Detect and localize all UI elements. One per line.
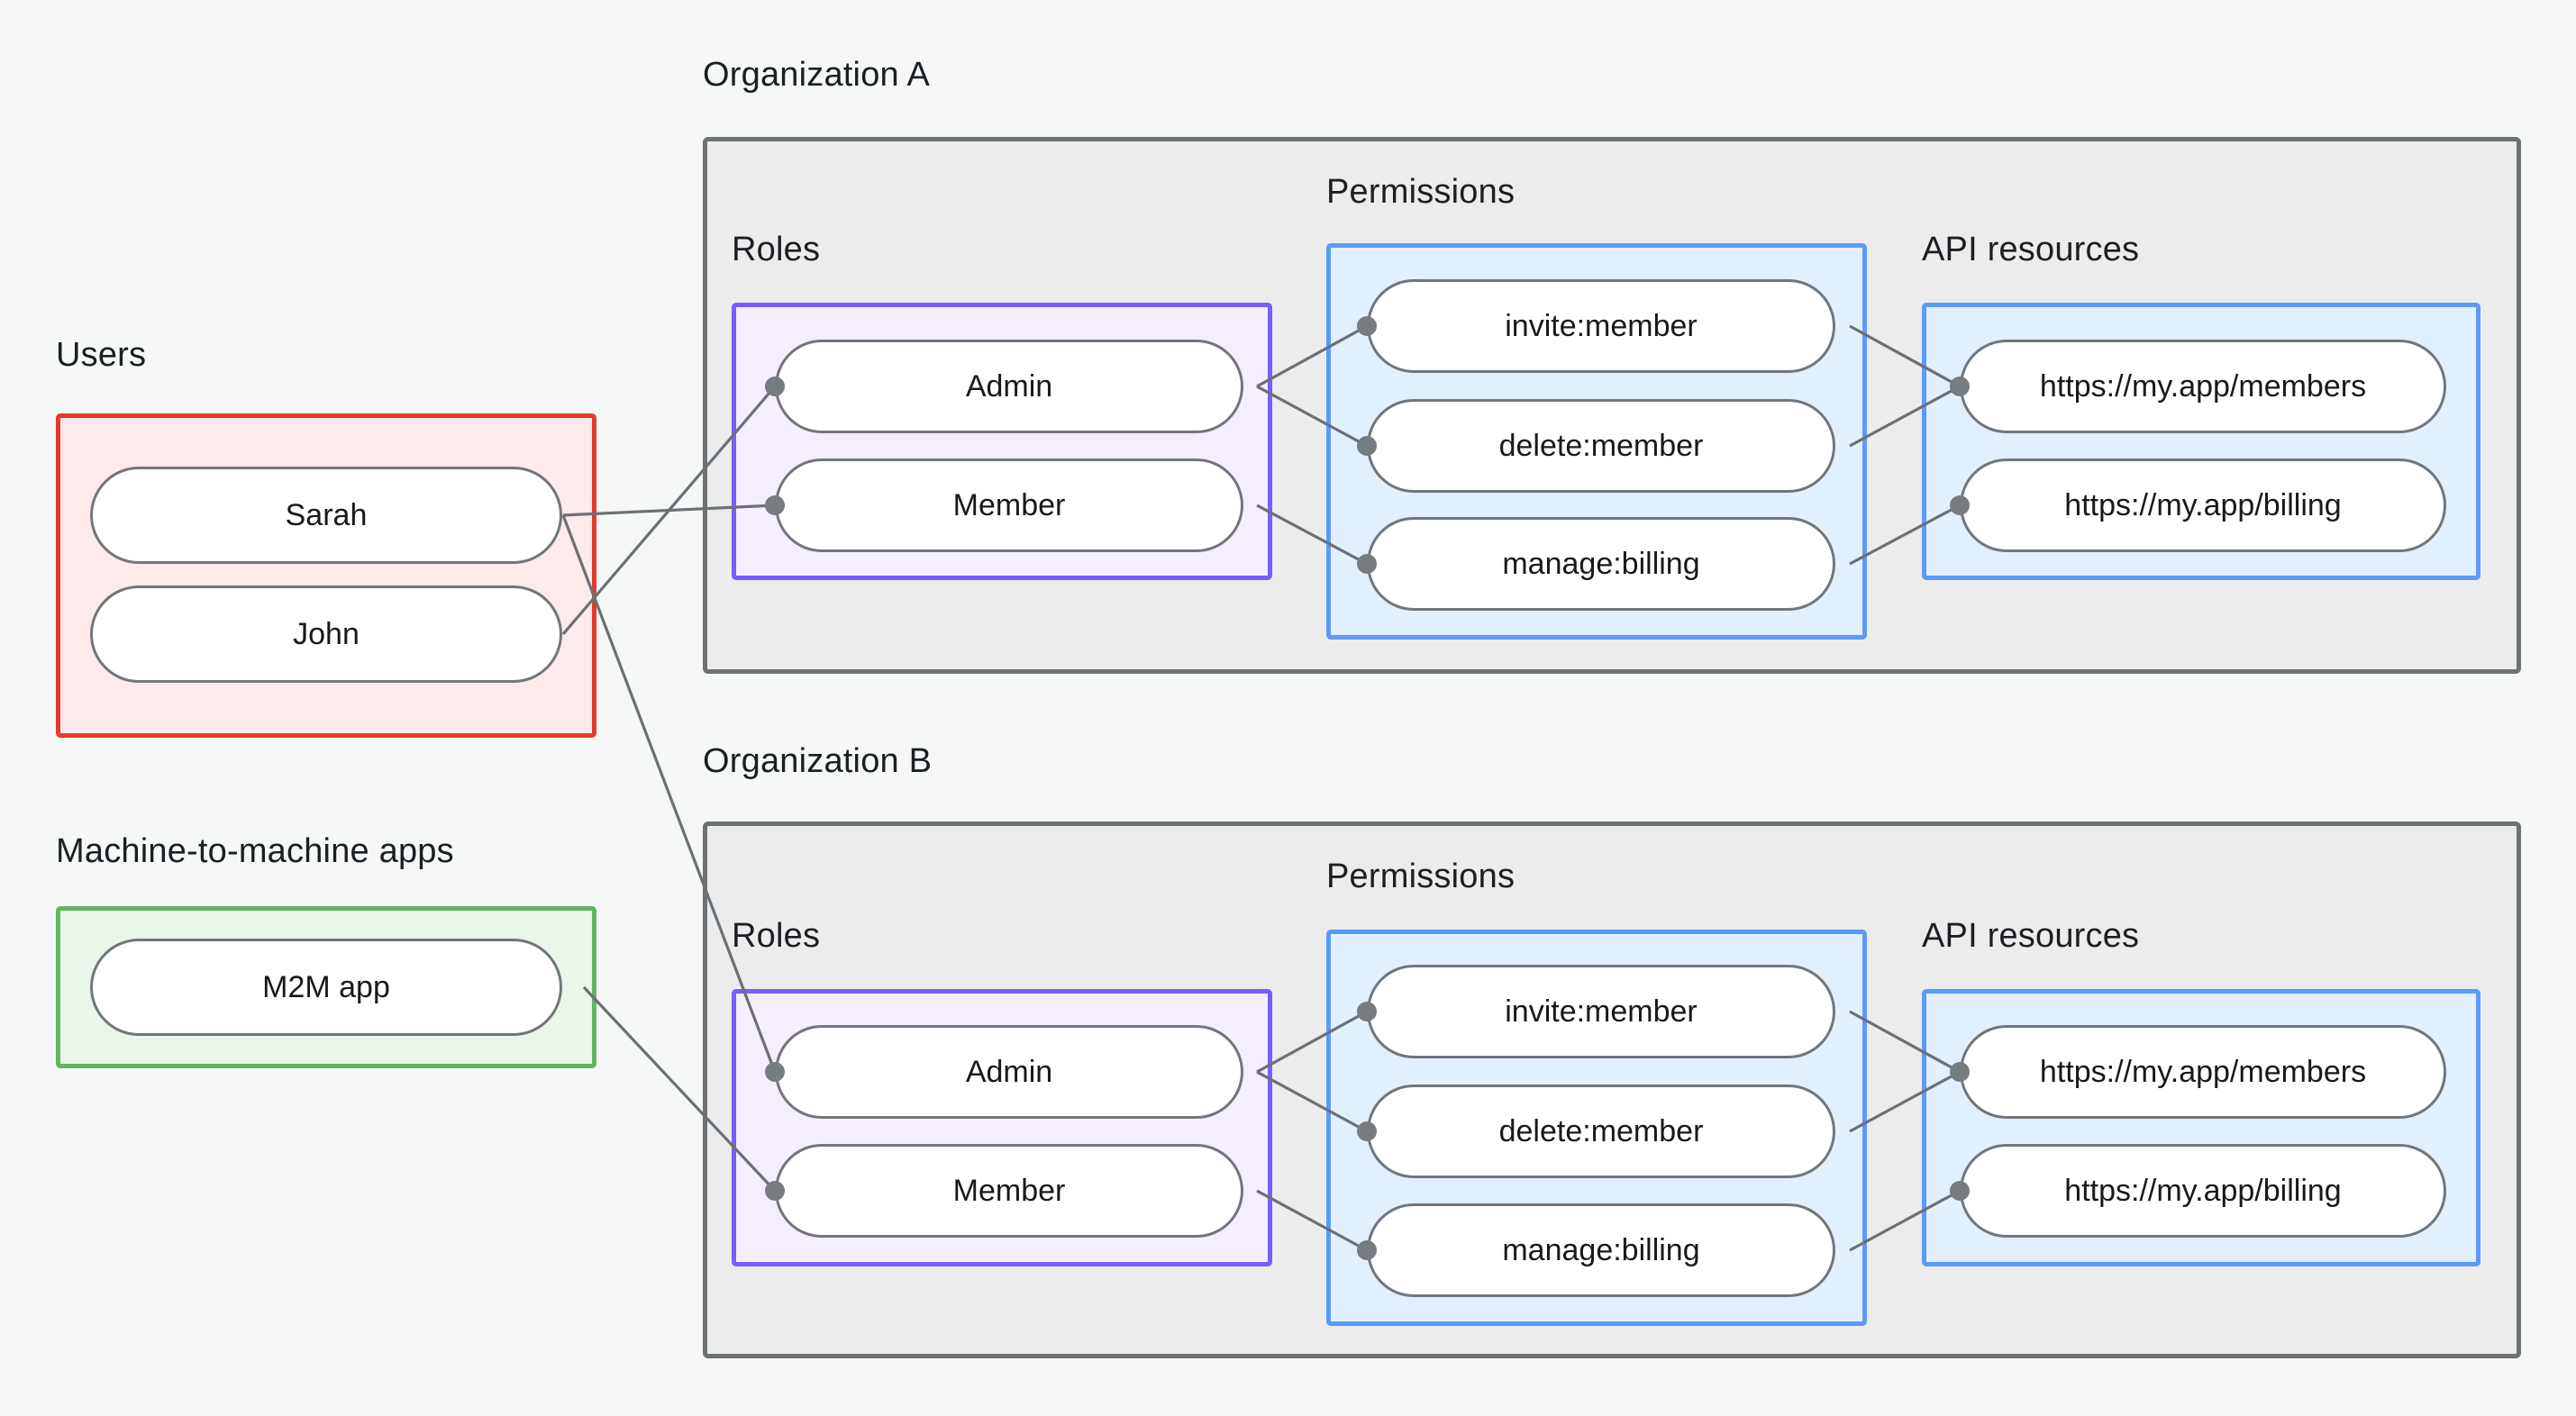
org-b-permission-billing[interactable]: manage:billing bbox=[1367, 1203, 1835, 1297]
org-b-permissions-label: Permissions bbox=[1326, 858, 1516, 895]
org-a-permissions-label: Permissions bbox=[1326, 173, 1516, 211]
users-container bbox=[56, 413, 596, 738]
org-b-role-member[interactable]: Member bbox=[775, 1144, 1243, 1238]
org-a-roles-label: Roles bbox=[732, 231, 821, 268]
org-b-permission-invite[interactable]: invite:member bbox=[1367, 965, 1835, 1058]
user-node-sarah[interactable]: Sarah bbox=[90, 467, 562, 564]
org-a-permission-invite[interactable]: invite:member bbox=[1367, 279, 1835, 373]
org-b-api-label: API resources bbox=[1922, 917, 2140, 955]
org-a-role-member[interactable]: Member bbox=[775, 458, 1243, 552]
org-b-label: Organization B bbox=[703, 742, 933, 780]
user-node-john[interactable]: John bbox=[90, 585, 562, 683]
org-b-roles-label: Roles bbox=[732, 917, 821, 955]
org-b-api-members[interactable]: https://my.app/members bbox=[1960, 1025, 2446, 1119]
org-a-api-label: API resources bbox=[1922, 231, 2140, 268]
org-a-label: Organization A bbox=[703, 56, 931, 94]
org-a-api-billing[interactable]: https://my.app/billing bbox=[1960, 458, 2446, 552]
org-b-api-billing[interactable]: https://my.app/billing bbox=[1960, 1144, 2446, 1238]
m2m-group-label: Machine-to-machine apps bbox=[56, 832, 454, 870]
users-group-label: Users bbox=[56, 336, 147, 374]
org-b-role-admin[interactable]: Admin bbox=[775, 1025, 1243, 1119]
m2m-node-app[interactable]: M2M app bbox=[90, 939, 562, 1036]
org-a-permission-delete[interactable]: delete:member bbox=[1367, 399, 1835, 493]
org-a-permission-billing[interactable]: manage:billing bbox=[1367, 517, 1835, 611]
org-a-role-admin[interactable]: Admin bbox=[775, 340, 1243, 433]
org-b-permission-delete[interactable]: delete:member bbox=[1367, 1085, 1835, 1178]
org-a-api-members[interactable]: https://my.app/members bbox=[1960, 340, 2446, 433]
